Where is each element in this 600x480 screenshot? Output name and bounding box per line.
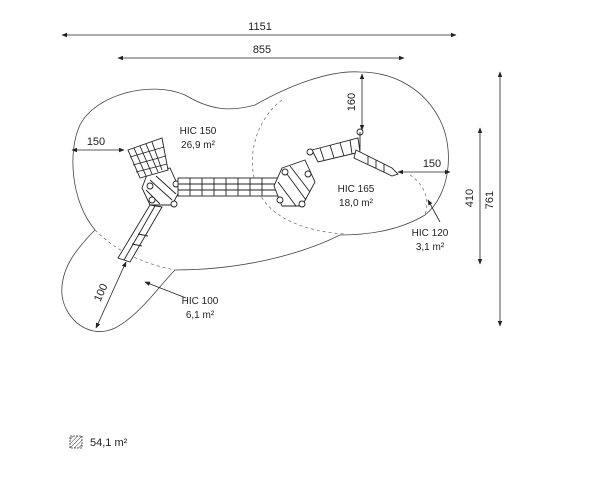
- zone-code: HIC 100: [182, 296, 219, 307]
- dimension-right-height: 410: [464, 127, 483, 265]
- safety-zone-outline: [61, 71, 449, 332]
- legend: 54,1 m²: [69, 435, 128, 449]
- zone-area: 3,1 m²: [416, 242, 445, 253]
- zone-hic-165: HIC 165 18,0 m²: [338, 184, 375, 209]
- zone-code: HIC 165: [338, 184, 375, 195]
- zone-divider-right: [252, 99, 346, 235]
- zone-area: 18,0 m²: [339, 198, 374, 209]
- dim-label-left-offset: 150: [87, 136, 105, 148]
- dim-label-top-offset: 160: [346, 93, 358, 111]
- dimension-left-offset: 150: [71, 136, 125, 153]
- bridge: [177, 177, 279, 197]
- zone-code: HIC 120: [412, 228, 449, 239]
- zone-area: 26,9 m²: [181, 140, 216, 151]
- zone-hic-150: HIC 150 26,9 m²: [180, 126, 217, 151]
- legend-total-area: 54,1 m²: [90, 437, 128, 449]
- dim-label-inner-width: 855: [253, 44, 271, 56]
- zone-divider-swing: [409, 174, 428, 216]
- climbing-net: [127, 137, 169, 179]
- zone-hic-120: HIC 120 3,1 m²: [412, 199, 449, 253]
- dimension-right-offset: 150: [397, 158, 451, 175]
- equipment: [117, 128, 399, 263]
- dimension-slide-width: 100: [92, 261, 127, 329]
- slide: [117, 204, 163, 263]
- dimension-inner-width: 855: [117, 44, 405, 61]
- zone-divider-left: [94, 229, 176, 271]
- zone-area: 6,1 m²: [186, 310, 215, 321]
- hatched-square-icon: [69, 435, 83, 449]
- dim-label-slide-width: 100: [92, 282, 110, 304]
- dimension-total-height: 761: [484, 71, 503, 327]
- dim-label-total-height: 761: [484, 191, 496, 209]
- zone-hic-100: HIC 100 6,1 m²: [144, 281, 219, 321]
- dim-label-right-offset: 150: [423, 158, 441, 170]
- zone-code: HIC 150: [180, 126, 217, 137]
- dim-label-right-height: 410: [464, 189, 476, 207]
- dim-label-overall-width: 1151: [248, 21, 272, 33]
- dimension-top-offset: 160: [346, 73, 365, 131]
- rope-ladder: [311, 137, 361, 163]
- dimension-overall-width: 1151: [61, 21, 457, 38]
